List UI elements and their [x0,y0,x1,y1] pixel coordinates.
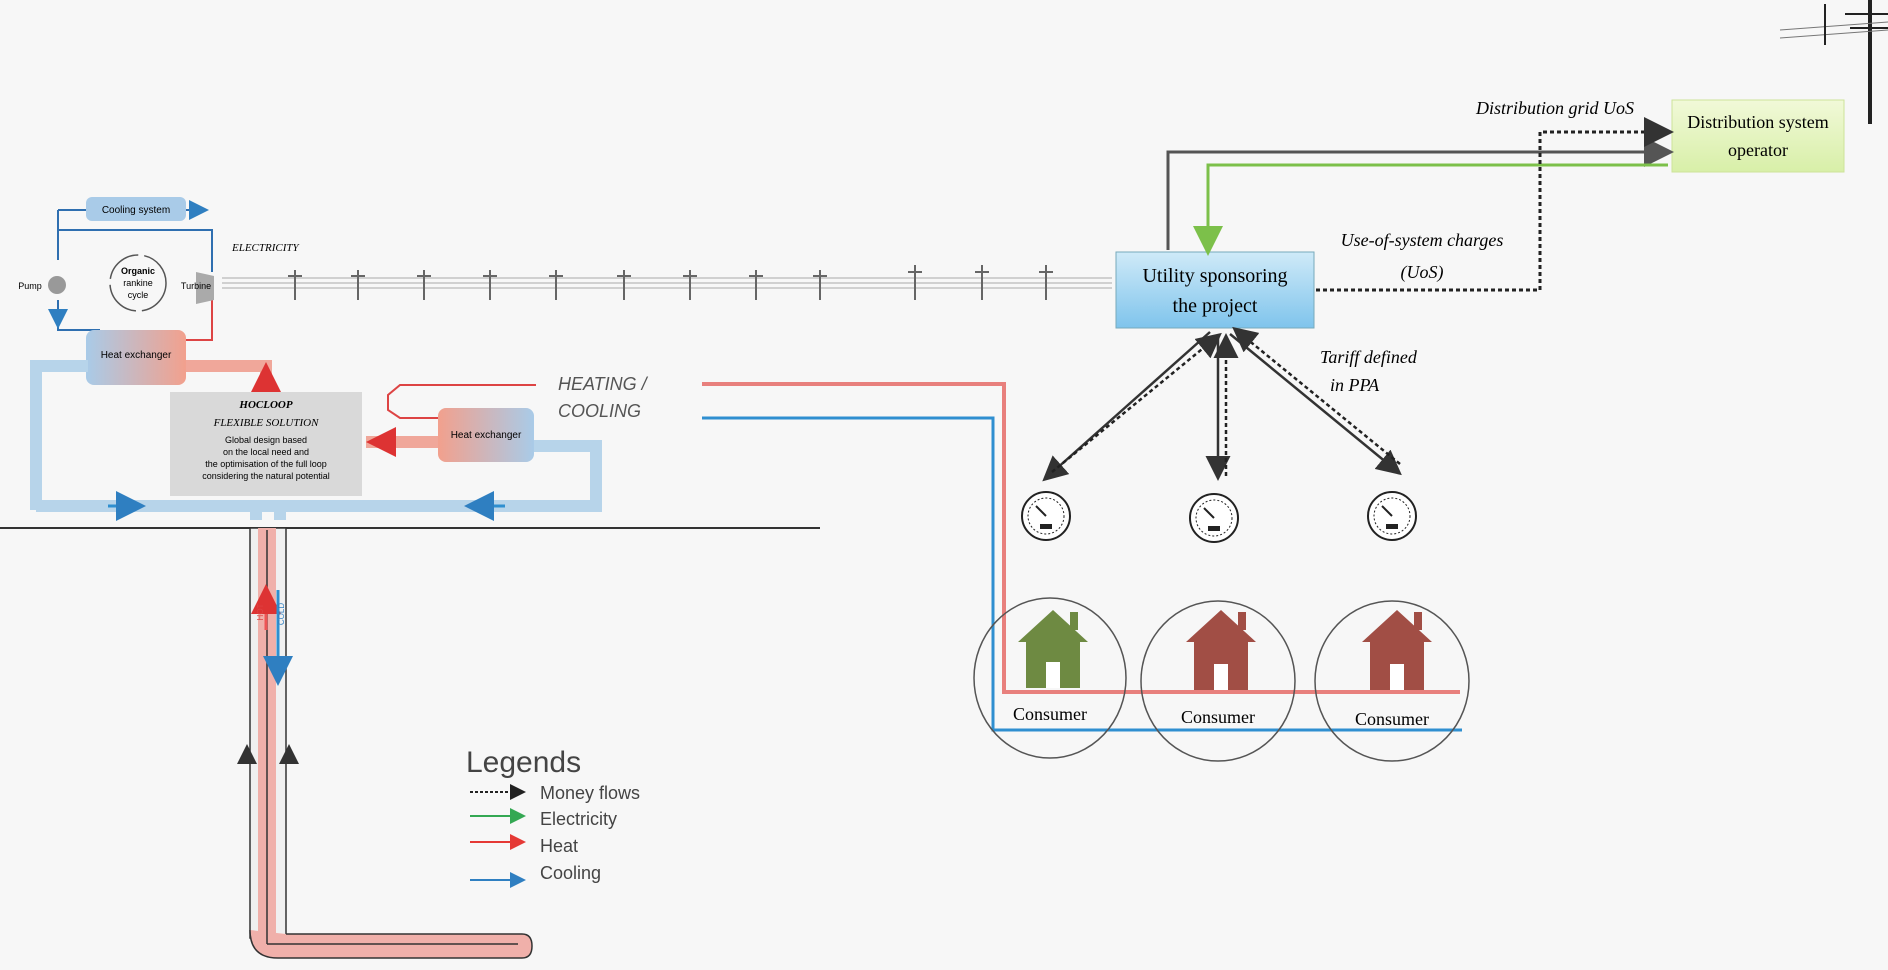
house-icon-red-2 [1362,610,1432,690]
utility-to-dso-flow [1166,137,1674,250]
power-pole-icon [1779,0,1888,124]
dso-label-2: operator [1728,140,1788,160]
consumer-label-1: Consumer [1013,704,1087,724]
orc-heat-exchanger-label: Heat exchanger [101,350,172,361]
legend-cooling-label: Cooling [540,863,601,883]
dso-label-1: Distribution system [1687,112,1829,132]
legend-heat-label: Heat [540,836,578,856]
consumer-circle-3 [1314,600,1470,762]
cooling-system-label: Cooling system [102,205,170,216]
transmission-line [222,277,1112,289]
distribution-grid-uos-label: Distribution grid UoS [1475,98,1634,118]
hocloop-desc-4: considering the natural potential [202,471,330,481]
dso-box [1671,99,1845,173]
hocloop-box [170,392,362,496]
district-heat-exchanger-box [438,408,534,462]
heating-supply-line [387,384,536,419]
consumer-circle-2 [1140,600,1296,762]
tariff-label-1: Tariff defined [1320,347,1418,367]
uos-label-1: Use-of-system charges [1341,230,1504,250]
orc-cycle-line3: cycle [128,290,149,300]
hot-label: HOT [256,603,265,620]
utility-meter-flows [1042,326,1402,482]
meter-icon-3 [1367,491,1417,541]
hocloop-title: HOCLOOP [238,399,292,411]
electricity-label: ELECTRICITY [231,242,301,254]
pump-icon [48,276,66,294]
heating-label: HEATING / [558,374,649,394]
tariff-label-2: in PPA [1330,375,1380,395]
cooling-system-box [86,197,186,221]
consumer-label-2: Consumer [1181,707,1255,727]
legend-electricity-label: Electricity [540,809,617,829]
hocloop-desc-1: Global design based [225,435,307,445]
cooling-label: COOLING [558,401,641,421]
hocloop-desc-3: the optimisation of the full loop [205,459,327,469]
district-cooling-line [702,416,1462,732]
legend-title: Legends [466,746,581,779]
meter-icon-1 [1021,491,1071,541]
meter-icon-2 [1189,493,1239,543]
orc-cycle-icon [109,254,167,312]
legend-money-label: Money flows [540,783,640,803]
district-heat-exchanger-label: Heat exchanger [451,430,522,441]
uos-label-2: (UoS) [1401,262,1444,283]
consumer-circle-1 [973,597,1127,759]
turbine-label: Turbine [181,281,211,291]
house-icon-red-1 [1186,610,1256,690]
turbine-icon [196,272,214,304]
utility-label-2: the project [1173,295,1258,317]
orc-heat-exchanger-box [86,330,186,385]
hocloop-desc-2: on the local need and [223,447,309,457]
pump-label: Pump [18,281,42,291]
cooling-pipe-network [30,360,602,520]
house-icon-green [1018,610,1088,688]
orc-cycle-line1: Organic [121,266,155,276]
borehole-well [237,527,533,959]
electricity-to-dso-flow [1193,163,1668,256]
uos-money-flow [1316,117,1674,292]
utility-label-1: Utility sponsoring [1142,265,1287,287]
consumer-label-3: Consumer [1355,709,1429,729]
cold-label: COLD [277,603,286,625]
utility-box [1115,251,1315,329]
hocloop-subtitle: FLEXIBLE SOLUTION [213,417,319,429]
pylon-icons [288,265,1053,300]
orc-cycle-line2: rankine [123,278,153,288]
district-heating-line [702,382,1460,694]
